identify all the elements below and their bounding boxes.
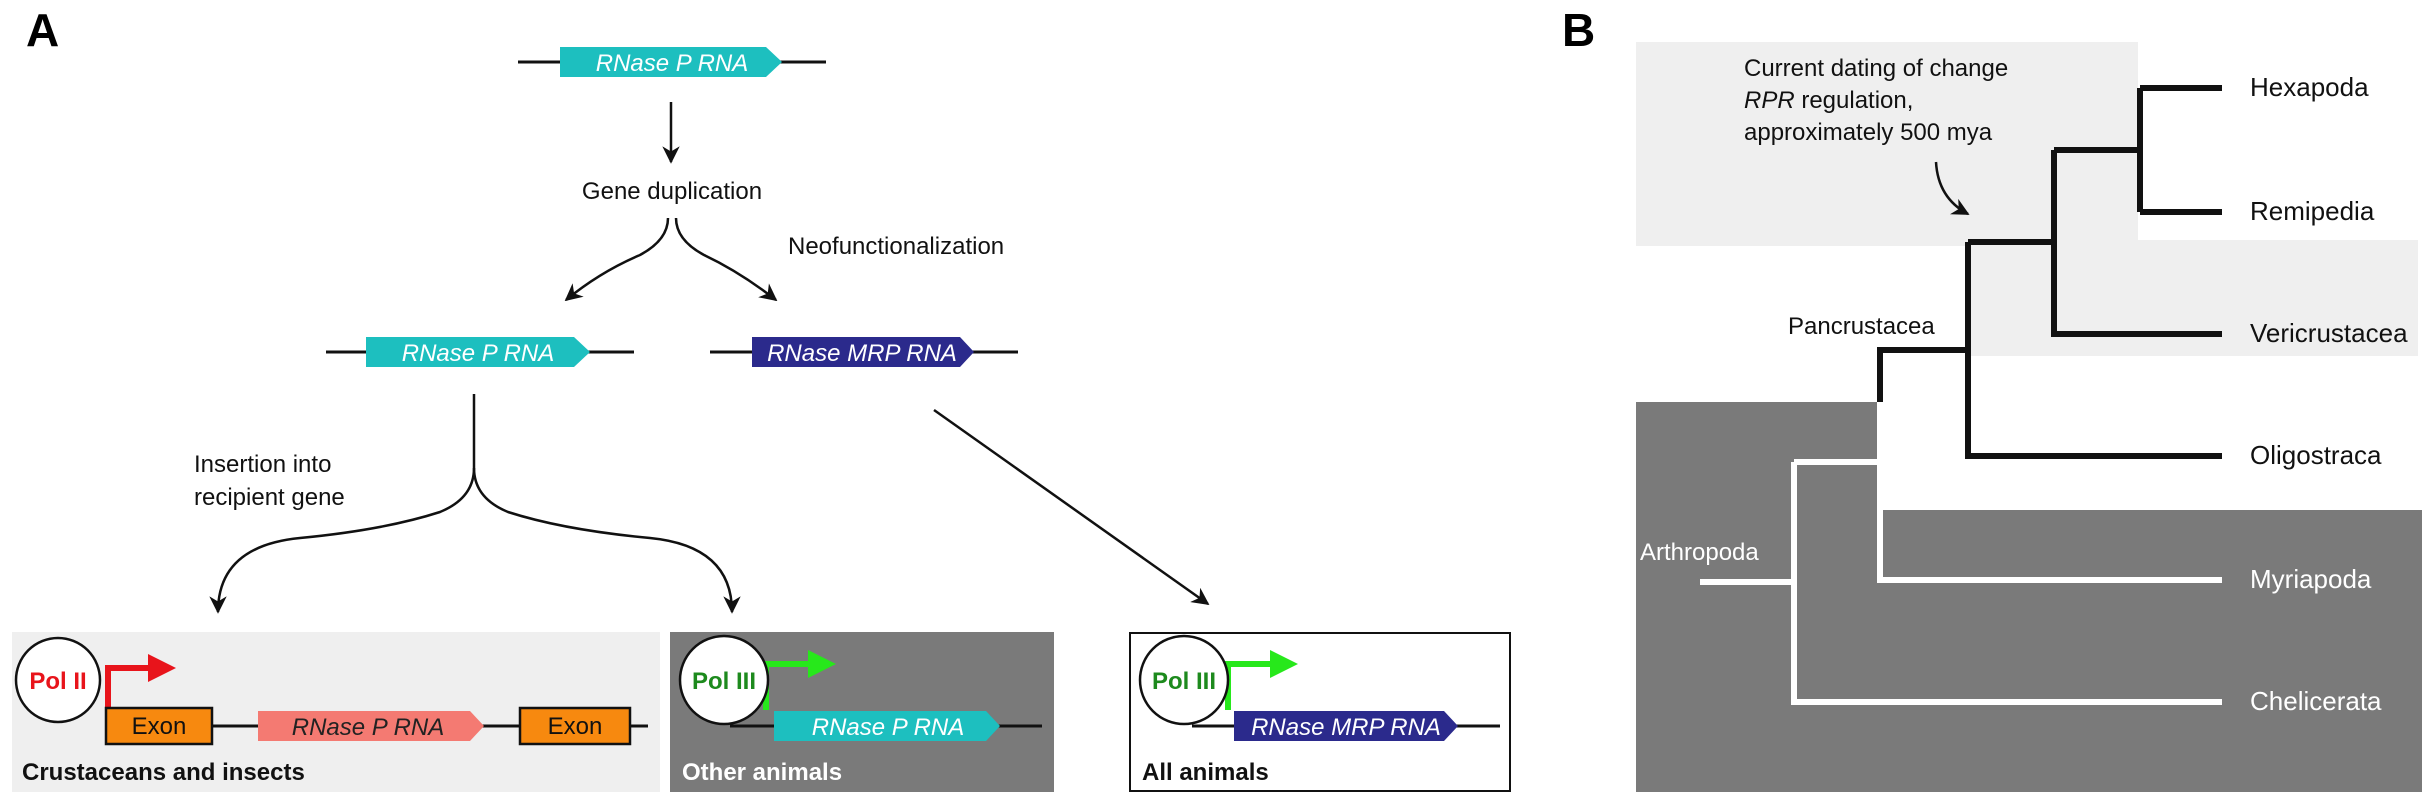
taxon-vericrustacea: Vericrustacea	[2250, 318, 2408, 348]
box1-promoter-label: Pol II	[29, 668, 86, 695]
annotation-line1: Current dating of change	[1744, 55, 2008, 82]
taxon-oligostraca: Oligostraca	[2250, 440, 2382, 470]
top-gene-label: RNase P RNA	[596, 50, 748, 77]
box-crustaceans-insects: Pol II Exon RNase P RNA Exon Crustaceans…	[12, 632, 660, 792]
taxon-hexapoda: Hexapoda	[2250, 72, 2369, 102]
box3-promoter-label: Pol III	[1152, 668, 1216, 695]
box-other-animals: Pol III RNase P RNA Other animals	[670, 632, 1054, 792]
top-gene-rnase-p: RNase P RNA	[518, 47, 826, 77]
pol2-promoter-arrow	[105, 665, 150, 710]
taxon-remipedia: Remipedia	[2250, 196, 2375, 226]
right-gene-label: RNase MRP RNA	[767, 340, 957, 367]
left-gene-label: RNase P RNA	[402, 340, 554, 367]
annotation-line2-italic: RPR	[1744, 87, 1795, 114]
taxon-chelicerata: Chelicerata	[2250, 686, 2382, 716]
box1-exon-right-label: Exon	[548, 713, 603, 740]
neofunctionalization-label: Neofunctionalization	[788, 233, 1004, 260]
box1-gene-label: RNase P RNA	[292, 714, 444, 741]
insertion-arrow-left	[209, 394, 476, 614]
left-gene-rnase-p: RNase P RNA	[326, 337, 634, 367]
annotation-arrow	[1934, 161, 1970, 216]
panel-a-letter: A	[26, 4, 59, 56]
right-gene-rnase-mrp: RNase MRP RNA	[710, 337, 1018, 367]
gene-duplication-label: Gene duplication	[582, 178, 762, 205]
tree-arthropoda	[1700, 402, 2222, 705]
box1-exon-left	[104, 706, 214, 746]
box2-promoter-label: Pol III	[692, 668, 756, 695]
box-all-animals: Pol III RNase MRP RNA All animals	[1129, 632, 1511, 792]
clade-pancrustacea-label: Pancrustacea	[1788, 313, 1935, 340]
insertion-label-line1: Insertion into	[194, 451, 331, 478]
clade-arthropoda-label: Arthropoda	[1640, 539, 1759, 566]
panel-b-letter: B	[1562, 4, 1595, 56]
box2-gene	[774, 711, 1000, 741]
annotation-line2-rest: regulation,	[1795, 87, 1914, 114]
annotation-line2: RPR regulation,	[1744, 87, 1913, 114]
insertion-arrow-right	[472, 467, 741, 614]
box3-pol3-promoter-arrow	[1225, 661, 1272, 710]
taxon-myriapoda: Myriapoda	[2250, 564, 2372, 594]
box2-caption: Other animals	[682, 759, 842, 786]
insertion-label-line2: recipient gene	[194, 484, 345, 511]
fork-arrow-left	[564, 217, 670, 302]
arrow-to-all-animals	[933, 408, 1210, 606]
box1-caption: Crustaceans and insects	[22, 759, 305, 786]
box3-caption: All animals	[1142, 759, 1269, 786]
tree-pancrustacea	[1877, 85, 2222, 459]
box3-gene	[1234, 711, 1458, 741]
box3-gene-label: RNase MRP RNA	[1251, 714, 1441, 741]
box2-gene-label: RNase P RNA	[812, 714, 964, 741]
box1-exon-right	[518, 706, 632, 746]
box1-gene	[258, 711, 484, 741]
dark-bg-arthropoda	[1636, 402, 2422, 792]
fork-arrow-right	[674, 217, 778, 302]
box1-exon-left-label: Exon	[132, 713, 187, 740]
annotation-line3: approximately 500 mya	[1744, 119, 1993, 146]
